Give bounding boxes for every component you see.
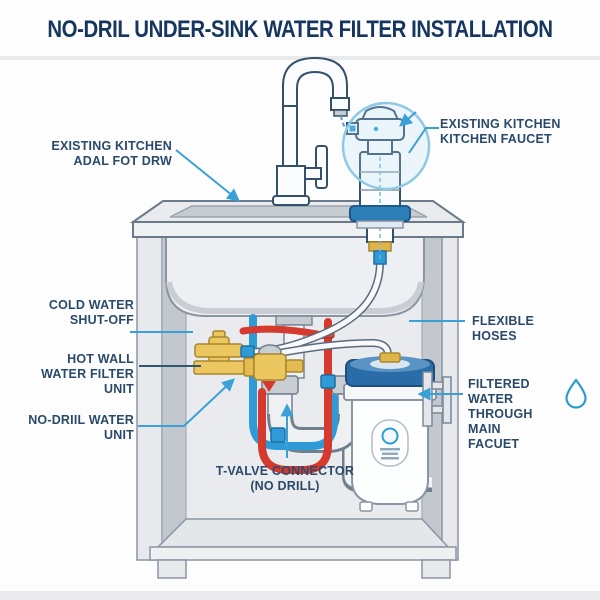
divider-band <box>0 56 600 60</box>
water-drop-icon <box>565 378 587 409</box>
mounting-ring <box>349 205 411 222</box>
label-line: T-VALVE CONNECTOR <box>215 464 355 478</box>
label-line: FACUET <box>468 437 520 451</box>
label-line: FLEXIBLE HOSES <box>472 314 535 343</box>
leader-no-drill <box>138 378 235 427</box>
label-line: THROUGH MAIN <box>468 407 533 436</box>
magnifier-circle <box>341 101 431 191</box>
hose-clip <box>270 427 286 443</box>
label-line: EXISTING KITCHEN <box>440 117 561 131</box>
label-existing-faucet: EXISTING KITCHEN KITCHEN FAUCET <box>440 117 570 147</box>
diverter-handle <box>360 106 400 121</box>
sink-basin <box>165 231 425 317</box>
label-cold-water: COLD WATER SHUT-OFF <box>28 298 134 328</box>
floor-band <box>0 591 600 600</box>
label-line: UNIT <box>104 428 134 442</box>
inlet-fitting <box>379 352 401 363</box>
label-no-drill-unit: NO-DRIIL WATER UNIT <box>22 413 134 443</box>
page-title: NO-DRIL UNDER-SINK WATER FILTER INSTALLA… <box>47 16 553 43</box>
spout-outlet <box>349 125 356 132</box>
tube-connector <box>240 345 255 358</box>
label-flexible-hoses: FLEXIBLE HOSES <box>472 314 582 344</box>
label-line: COLD WATER <box>48 298 134 312</box>
label-line: NO-DRIIL WATER <box>28 413 134 427</box>
leader-lines <box>130 127 465 458</box>
label-line: FILTERED WATER <box>468 377 530 406</box>
flow-arrow <box>262 381 276 392</box>
t-valve-connector <box>193 330 304 392</box>
label-line: HOT WALL <box>67 352 134 366</box>
label-line: EXISTING KITCHEN <box>51 139 172 153</box>
label-t-valve: T-VALVE CONNECTOR (NO DRILL) <box>198 464 372 494</box>
diverter-pointer-arrow <box>399 111 417 127</box>
cold-water-hose <box>249 314 338 450</box>
hose-clip <box>320 374 336 389</box>
cabinet-leg-left <box>157 559 187 579</box>
cabinet-shelf <box>156 518 450 548</box>
leader-existing-counter <box>175 149 241 202</box>
label-line: KITCHEN FAUCET <box>440 132 552 146</box>
main-kitchen-faucet <box>272 56 363 206</box>
drain-flange <box>275 315 313 326</box>
label-hot-wall: HOT WALL WATER FILTER UNIT <box>12 352 134 397</box>
label-line: WATER FILTER UNIT <box>41 367 134 396</box>
label-line: SHUT-OFF <box>69 313 134 327</box>
label-line: ADAL FOT DRW <box>73 154 172 168</box>
aerator <box>333 109 348 117</box>
filter-faucet <box>346 106 411 265</box>
filter-unit <box>343 352 437 512</box>
label-existing-counter: EXISTING KITCHEN ADAL FOT DRW <box>36 139 172 169</box>
cabinet-leg-right <box>421 559 451 579</box>
label-line: (NO DRILL) <box>250 479 320 493</box>
leader-existing-faucet <box>408 127 439 154</box>
sink-counter <box>129 200 467 238</box>
label-filtered-water: FILTERED WATER THROUGH MAIN FACUET <box>468 377 568 452</box>
